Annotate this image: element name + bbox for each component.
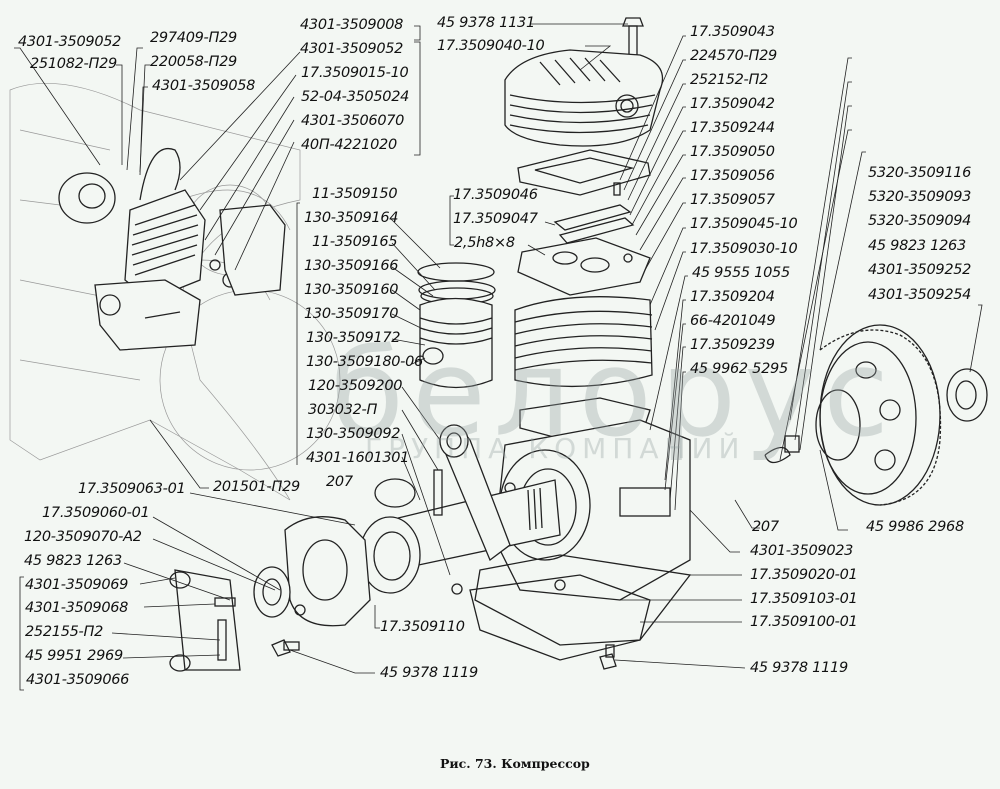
part-label: 4301-3509069 (25, 577, 129, 593)
part-label: 17.3509040-10 (437, 38, 545, 54)
part-label: 130-3509170 (304, 306, 399, 322)
part-label: 297409-П29 (150, 30, 237, 46)
part-label: 4301-3506070 (301, 113, 405, 129)
cylinder-block-drawing (514, 296, 653, 441)
part-label: 4301-3509008 (300, 17, 404, 33)
part-label: 17.3509020-01 (750, 567, 858, 583)
part-label: 17.3509204 (690, 289, 775, 305)
part-label: 201501-П29 (213, 479, 300, 495)
part-label: 17.3509239 (690, 337, 775, 353)
bolts-drawing (271, 583, 617, 670)
part-label: 4301-3509058 (152, 78, 256, 94)
part-label: 220058-П29 (150, 54, 237, 70)
part-label: 45 9962 5295 (690, 361, 788, 377)
part-label: 17.3509050 (690, 144, 775, 160)
rear-cover-drawing (253, 516, 371, 627)
bearing-drawing (359, 478, 421, 594)
part-label: 45 9986 2968 (866, 519, 964, 535)
part-label: 45 9378 1131 (437, 15, 535, 31)
part-label: 40П-4221020 (301, 137, 397, 153)
part-label: 130-3509172 (306, 330, 401, 346)
part-label: 4301-3509068 (25, 600, 129, 616)
part-label: 130-3509092 (306, 426, 401, 442)
part-label: 17.3509244 (690, 120, 775, 136)
part-label: 252155-П2 (25, 624, 104, 640)
part-label: 4301-3509052 (18, 34, 122, 50)
flange-drawing (169, 569, 241, 672)
part-label: 45 9555 1055 (692, 265, 790, 281)
part-label: 5320-3509116 (868, 165, 972, 181)
part-label: 52-04-3505024 (301, 89, 410, 105)
part-label: 11-3509165 (312, 234, 398, 250)
part-label: 120-3509200 (308, 378, 403, 394)
part-label: 45 9951 2969 (25, 648, 123, 664)
part-label: 17.3509045-10 (690, 216, 798, 232)
part-label: 130-3509166 (304, 258, 399, 274)
part-label: 130-3509160 (304, 282, 399, 298)
part-label: 11-3509150 (312, 186, 398, 202)
part-label: 4301-3509252 (868, 262, 972, 278)
part-label: 17.3509057 (690, 192, 775, 208)
part-label: 17.3509063-01 (78, 481, 186, 497)
part-label: 17.3509100-01 (750, 614, 858, 630)
part-label: 130-3509180-06 (306, 354, 423, 370)
part-label: 17.3509043 (690, 24, 775, 40)
base-gasket-drawing (469, 574, 651, 661)
part-label: 17.3509056 (690, 168, 775, 184)
part-label: 17.3509015-10 (301, 65, 409, 81)
part-label: 45 9378 1119 (380, 665, 478, 681)
part-label: 2,5h8×8 (454, 235, 515, 251)
cylinder-head-drawing (504, 49, 664, 147)
part-label: 17.3509047 (453, 211, 538, 227)
drive-gear-drawing (764, 324, 988, 506)
part-label: 66-4201049 (690, 313, 776, 329)
part-label: 17.3509046 (453, 187, 538, 203)
valve-parts-drawing (553, 182, 635, 244)
part-label: 130-3509164 (304, 210, 399, 226)
part-label: 4301-3509052 (300, 41, 404, 57)
part-label: 17.3509030-10 (690, 241, 798, 257)
part-label: 252152-П2 (690, 72, 769, 88)
part-label: 17.3509042 (690, 96, 775, 112)
piston-drawing (419, 297, 493, 389)
part-label: 17.3509060-01 (42, 505, 150, 521)
part-label: 251082-П29 (30, 56, 117, 72)
part-label: 120-3509070-А2 (24, 529, 142, 545)
part-label: 5320-3509093 (868, 189, 972, 205)
valve-plate-drawing (517, 237, 651, 296)
figure-caption: Рис. 73. Компрессор (440, 756, 590, 771)
part-label: 4301-3509254 (868, 287, 972, 303)
part-label: 4301-1601301 (306, 450, 410, 466)
crankshaft-drawing (389, 424, 561, 571)
part-label: 224570-П29 (690, 48, 777, 64)
part-label: 17.3509110 (380, 619, 465, 635)
part-label: 45 9378 1119 (750, 660, 848, 676)
part-label: 207 (326, 474, 353, 490)
part-label: 45 9823 1263 (868, 238, 966, 254)
part-label: 4301-3509023 (750, 543, 854, 559)
part-label: 4301-3509066 (26, 672, 130, 688)
mounted-compressor-assembly (58, 147, 286, 351)
part-label: 207 (752, 519, 779, 535)
part-label: 45 9823 1263 (24, 553, 122, 569)
part-label: 17.3509103-01 (750, 591, 858, 607)
leader-lines (14, 23, 983, 691)
part-label: 303032-П (308, 402, 378, 418)
part-label: 5320-3509094 (868, 213, 972, 229)
